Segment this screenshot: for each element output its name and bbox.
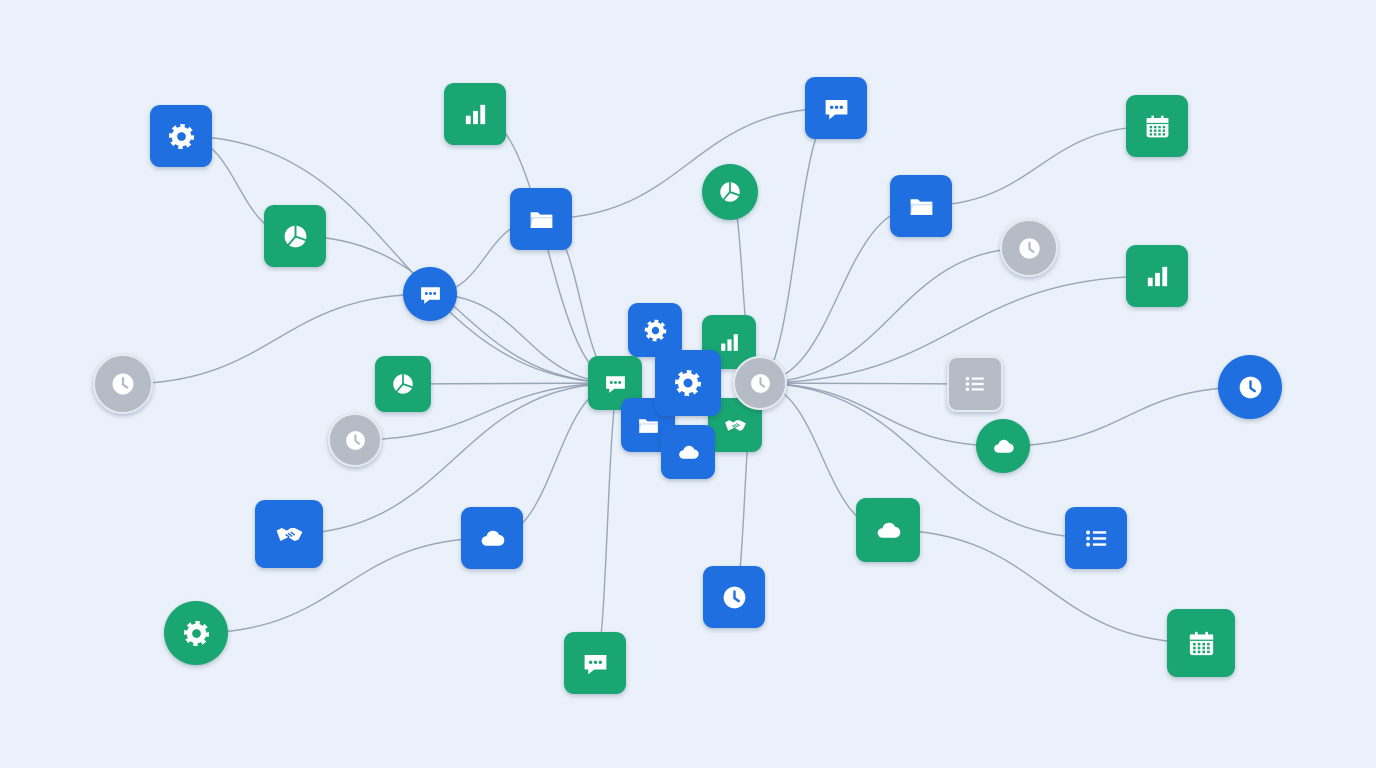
node-c1-gear[interactable]: [628, 303, 682, 357]
node-n10-bar-chart[interactable]: [1126, 245, 1188, 307]
node-n20-cloud[interactable]: [856, 498, 920, 562]
node-n24-chat[interactable]: [564, 632, 626, 694]
link-n21-hub: [755, 382, 1097, 539]
cloud-icon: [877, 522, 900, 538]
clock-icon: [112, 373, 134, 395]
gear-icon: [644, 319, 666, 341]
handshake-icon: [724, 419, 746, 431]
node-n8-folder[interactable]: [890, 175, 952, 237]
node-n13-pie-chart[interactable]: [375, 356, 431, 412]
chat-icon: [825, 99, 847, 119]
cloud-icon: [481, 530, 504, 546]
clock-icon: [1018, 237, 1040, 259]
gear-icon: [183, 620, 209, 646]
node-c7-cloud[interactable]: [661, 425, 715, 479]
clock-icon: [345, 430, 365, 450]
bar-chart-icon: [1147, 266, 1167, 286]
chat-icon: [605, 375, 625, 393]
node-n7-pie-chart[interactable]: [702, 164, 758, 220]
gear-icon: [674, 369, 702, 397]
node-n14-clock[interactable]: [328, 413, 382, 467]
link-n1-hub: [180, 135, 621, 384]
link-n9-hub: [755, 247, 1030, 384]
node-n1-gear[interactable]: [150, 105, 212, 167]
node-n6-folder[interactable]: [510, 188, 572, 250]
node-c6-clock[interactable]: [733, 356, 787, 410]
node-n5-pie-chart[interactable]: [264, 205, 326, 267]
calendar-icon: [1189, 631, 1213, 655]
node-n12-clock[interactable]: [93, 354, 153, 414]
pie-chart-icon: [393, 374, 413, 394]
handshake-icon: [276, 527, 302, 541]
pie-chart-icon: [720, 182, 740, 202]
link-n18-hub: [288, 382, 621, 535]
link-n24-hub: [594, 382, 621, 664]
folder-icon: [530, 211, 552, 228]
node-n9-clock[interactable]: [1000, 219, 1058, 277]
node-hub-gear[interactable]: [655, 350, 721, 416]
node-n15-list[interactable]: [947, 356, 1003, 412]
bar-chart-icon: [465, 104, 485, 124]
folder-icon: [910, 198, 932, 215]
node-n17-cloud[interactable]: [976, 419, 1030, 473]
link-n10-hub: [755, 275, 1158, 384]
node-n3-chat[interactable]: [805, 77, 867, 139]
link-n3-n6: [540, 107, 837, 220]
bar-chart-icon: [720, 333, 738, 351]
cloud-icon: [993, 439, 1014, 453]
node-n16-clock[interactable]: [1218, 355, 1282, 419]
pie-chart-icon: [284, 225, 306, 247]
link-n13-hub: [402, 382, 621, 385]
chat-icon: [584, 654, 606, 674]
node-n18-handshake[interactable]: [255, 500, 323, 568]
node-n19-cloud[interactable]: [461, 507, 523, 569]
link-n4-n8: [920, 125, 1158, 207]
cloud-icon: [678, 445, 699, 459]
link-n14-hub: [354, 382, 621, 441]
folder-icon: [638, 418, 658, 433]
node-n4-calendar[interactable]: [1126, 95, 1188, 157]
node-n25-calendar[interactable]: [1167, 609, 1235, 677]
link-n16-n17: [1002, 386, 1251, 447]
clock-icon: [723, 586, 745, 608]
list-icon: [1085, 530, 1106, 546]
link-n22-n19: [195, 537, 493, 634]
link-n12-n11: [122, 293, 431, 385]
node-n11-chat[interactable]: [403, 267, 457, 321]
gear-icon: [168, 123, 194, 149]
calendar-icon: [1146, 115, 1168, 137]
link-n5-hub: [294, 235, 621, 384]
link-n3-hub: [755, 107, 837, 384]
clock-icon: [1239, 376, 1261, 398]
node-n21-list[interactable]: [1065, 507, 1127, 569]
node-n23-clock[interactable]: [703, 566, 765, 628]
node-n2-bar-chart[interactable]: [444, 83, 506, 145]
list-icon: [965, 376, 984, 392]
link-n20-n25: [887, 529, 1202, 644]
clock-icon: [750, 373, 770, 393]
link-n15-hub: [755, 382, 976, 385]
node-n22-gear[interactable]: [164, 601, 228, 665]
chat-icon: [420, 286, 440, 304]
